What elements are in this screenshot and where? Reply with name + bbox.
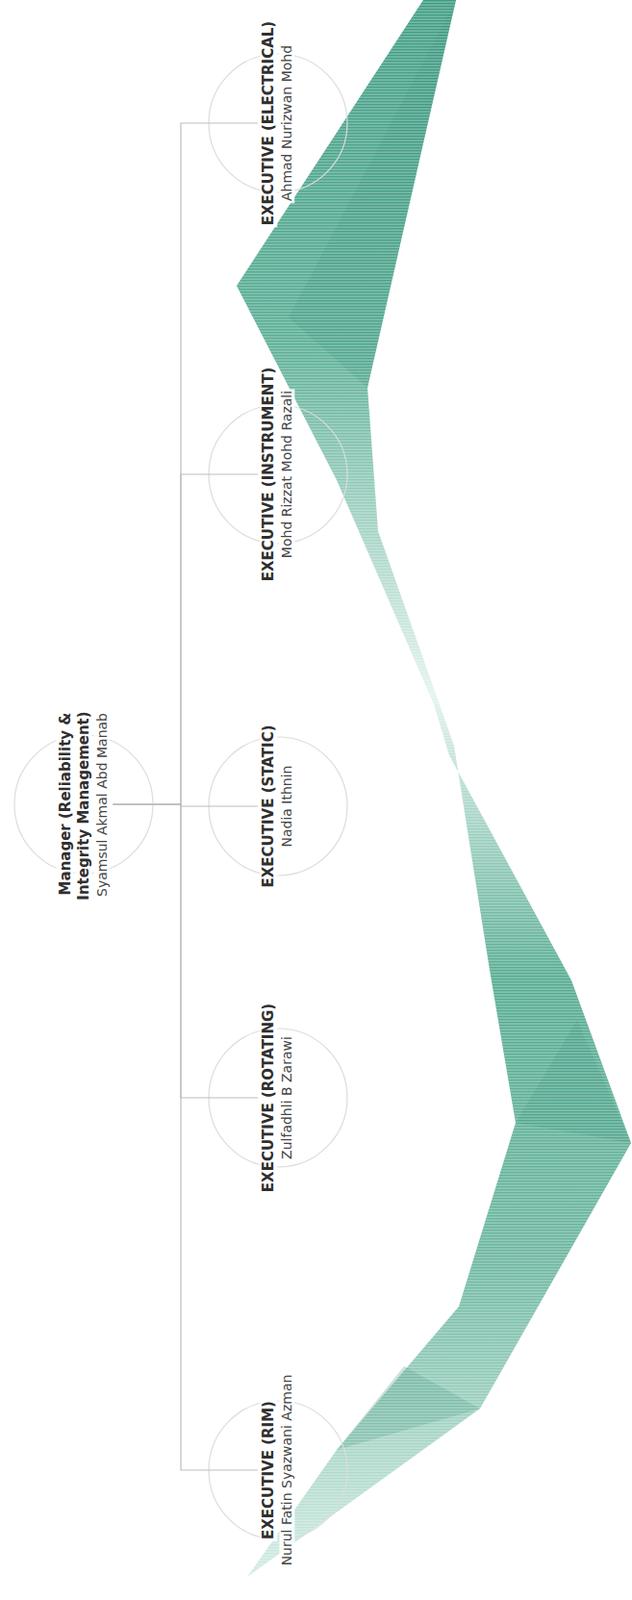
text-wrap: EXECUTIVE (ROTATING): [259, 1001, 279, 1194]
person-name: Nadia Ithnin: [278, 763, 295, 850]
text-wrap: EXECUTIVE (STATIC): [259, 723, 279, 890]
person-name: Mohd Rizzat Mohd Razali: [278, 388, 295, 560]
org-connector: [113, 123, 259, 805]
text-wrap: Zulfadhli B Zarawi: [278, 1001, 297, 1194]
role-title: EXECUTIVE (RIM): [259, 1398, 278, 1542]
text-wrap: EXECUTIVE (ELECTRICAL): [259, 19, 279, 228]
text-wrap: Syamsul Akmal Abd Manab: [93, 707, 112, 901]
org-connector: [113, 474, 258, 805]
text-wrap: EXECUTIVE (RIM): [259, 1372, 279, 1568]
person-name: Zulfadhli B Zarawi: [278, 1034, 295, 1162]
role-title: EXECUTIVE (INSTRUMENT): [259, 365, 278, 584]
org-connector: [113, 804, 258, 1470]
person-name: Nurul Fatin Syazwani Azman: [278, 1372, 295, 1568]
org-connector: [113, 804, 259, 1098]
wave-texture: [236, 0, 632, 1577]
text-wrap: EXECUTIVE (INSTRUMENT): [259, 365, 279, 584]
wave-band: [236, 0, 632, 1577]
executive-node: EXECUTIVE (RIM)Nurul Fatin Syazwani Azma…: [257, 1368, 299, 1572]
executive-node: EXECUTIVE (ROTATING)Zulfadhli B Zarawi: [257, 997, 299, 1198]
manager-node: Manager (Reliability & Integrity Managem…: [54, 704, 114, 905]
executive-node: EXECUTIVE (ELECTRICAL)Ahmad Nurizwan Moh…: [257, 15, 299, 231]
executive-node: EXECUTIVE (STATIC)Nadia Ithnin: [257, 719, 299, 894]
role-title: EXECUTIVE (ROTATING): [259, 1001, 278, 1194]
person-name: Syamsul Akmal Abd Manab: [94, 710, 110, 899]
person-name: Ahmad Nurizwan Mohd: [278, 43, 295, 203]
text-wrap: Ahmad Nurizwan Mohd: [278, 19, 297, 228]
text-wrap: Nadia Ithnin: [278, 723, 297, 890]
text-wrap: Nurul Fatin Syazwani Azman: [278, 1372, 297, 1568]
role-title: EXECUTIVE (STATIC): [259, 723, 278, 890]
text-wrap: Mohd Rizzat Mohd Razali: [278, 365, 297, 584]
text-wrap: Manager (Reliability & Integrity Managem…: [56, 707, 94, 901]
role-title: Manager (Reliability & Integrity Managem…: [56, 708, 93, 900]
executive-node: EXECUTIVE (INSTRUMENT)Mohd Rizzat Mohd R…: [257, 361, 299, 588]
role-title: EXECUTIVE (ELECTRICAL): [259, 19, 278, 228]
